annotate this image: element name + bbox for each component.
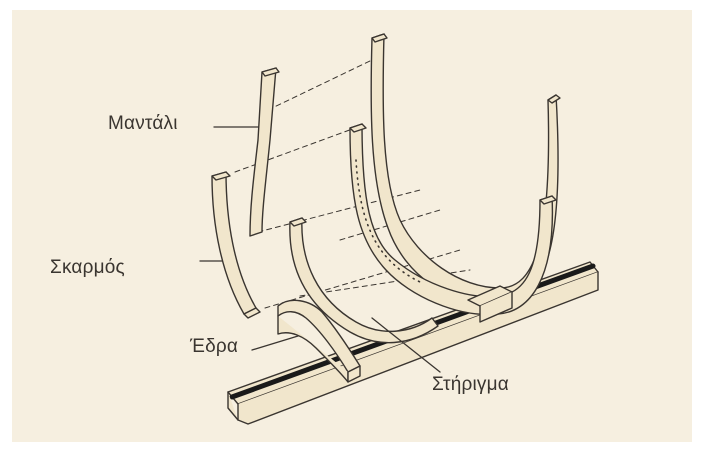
label-stirigma: Στήριγμα (432, 374, 509, 396)
mantali-timber (250, 68, 279, 236)
label-skarmos: Σκαρμός (50, 257, 125, 279)
label-edra: Έδρα (190, 336, 238, 358)
label-mantali: Μαντάλι (108, 113, 178, 135)
